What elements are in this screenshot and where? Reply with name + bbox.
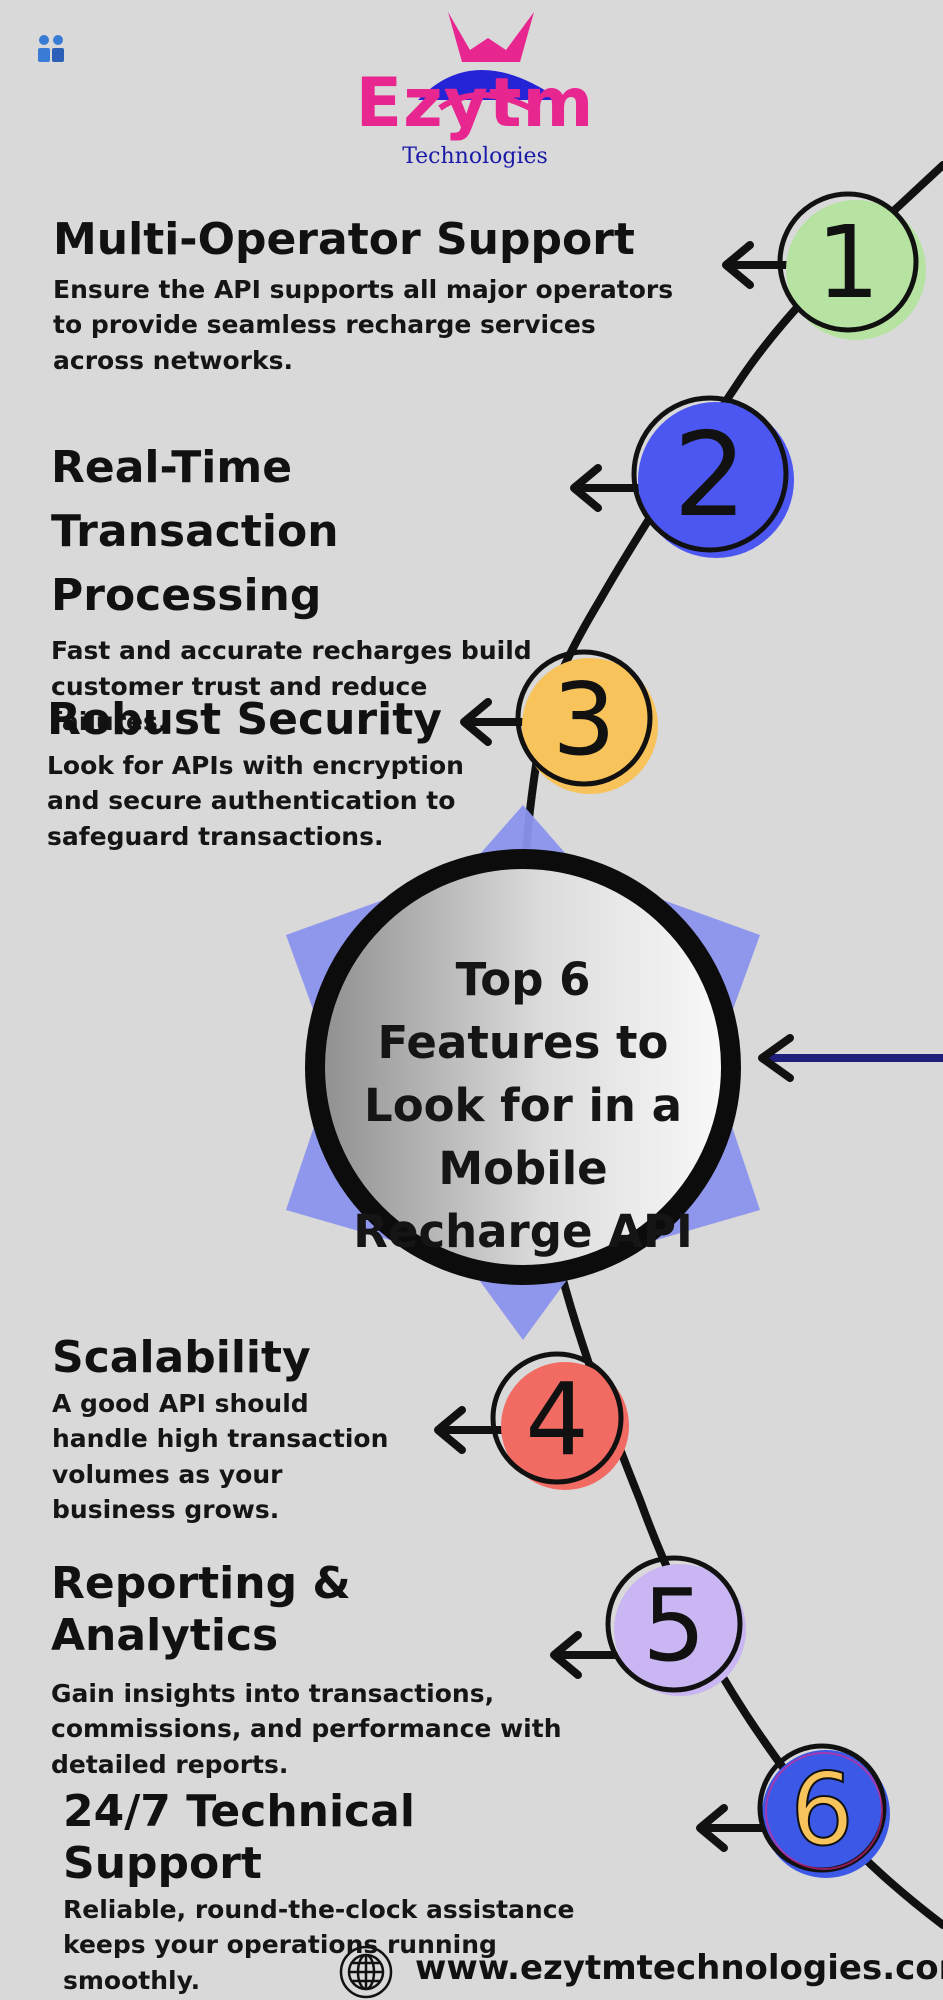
logo-mark — [418, 12, 560, 111]
feature-2: Real-Time Transaction Processing Fast an… — [51, 436, 591, 740]
feature-1: Multi-Operator Support Ensure the API su… — [53, 214, 693, 378]
feature-description-4: A good API should handle high transactio… — [52, 1388, 389, 1525]
people-icon — [38, 35, 64, 62]
feature-number-5: 5 — [642, 1567, 706, 1684]
feature-title-4: Scalability — [52, 1332, 311, 1383]
feature-description-6: Reliable, round-the-clock assistance kee… — [63, 1894, 575, 1995]
feature-description-2: Fast and accurate recharges build custom… — [51, 636, 532, 737]
feature-title-5: Reporting & Analytics — [51, 1558, 351, 1661]
feature-description-1: Ensure the API supports all major operat… — [53, 274, 674, 375]
feature-number-1: 1 — [816, 204, 880, 321]
feature-description-3: Look for APIs with encryption and secure… — [47, 750, 464, 851]
feature-number-6: 6 — [789, 1750, 855, 1869]
number-circle-2 — [631, 395, 794, 558]
feature-number-2: 2 — [673, 408, 747, 543]
number-circle-3 — [515, 649, 658, 794]
feature-title-3: Robust Security — [47, 694, 442, 745]
feature-5: Reporting & Analytics Gain insights into… — [51, 1558, 571, 1782]
feature-number-3: 3 — [552, 661, 616, 778]
feature-description-5: Gain insights into transactions, commiss… — [51, 1678, 562, 1779]
website-link[interactable]: www.ezytmtechnologies.com — [415, 1948, 943, 1988]
globe-icon — [339, 1945, 393, 1999]
feature-title-1: Multi-Operator Support — [53, 214, 635, 265]
brand-subtitle: Technologies — [402, 144, 548, 169]
feature-4: Scalability A good API should handle hig… — [52, 1332, 412, 1528]
center-arrow-head — [758, 1034, 794, 1082]
center-title: Top 6 Features to Look for in a Mobile R… — [353, 953, 693, 1258]
feature-title-6: 24/7 Technical Support — [63, 1786, 415, 1889]
number-circle-4 — [490, 1351, 629, 1490]
number-circle-6 — [757, 1743, 890, 1878]
feature-title-2: Real-Time Transaction Processing — [51, 442, 339, 621]
feature-3: Robust Security Look for APIs with encry… — [47, 694, 467, 854]
number-circle-5 — [605, 1555, 746, 1696]
number-circle-1 — [777, 191, 926, 340]
brand-name: Ezytm — [355, 64, 595, 143]
center-circle — [305, 849, 741, 1285]
feature-6: 24/7 Technical Support Reliable, round-t… — [63, 1786, 623, 1998]
feature-number-4: 4 — [525, 1361, 589, 1478]
